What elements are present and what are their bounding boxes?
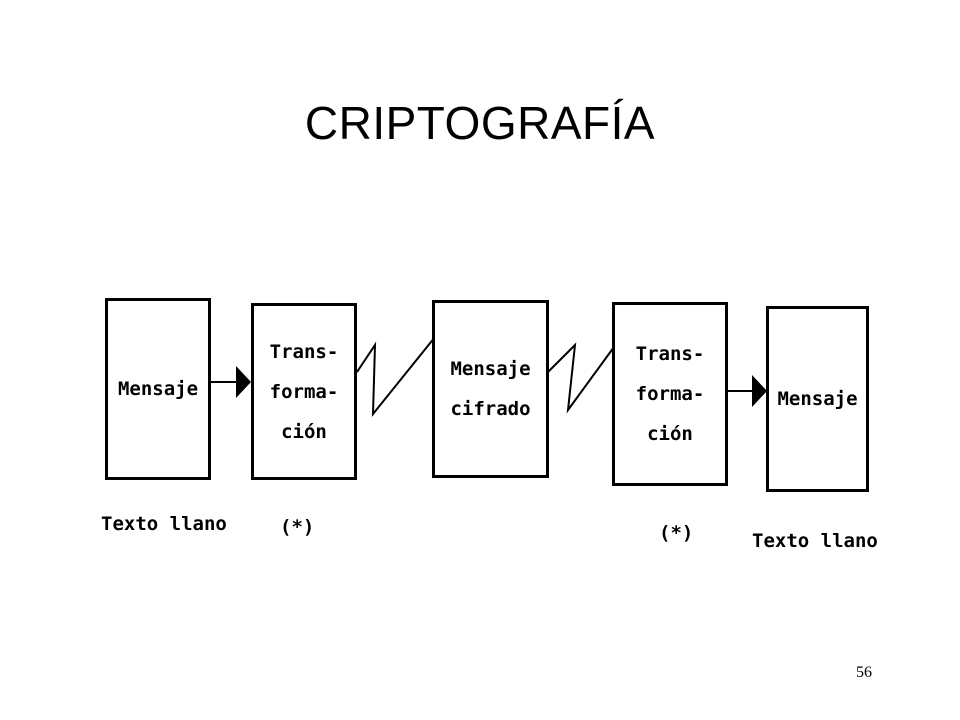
box-label: Trans- (269, 340, 339, 363)
box-label: Mensaje (117, 378, 199, 400)
box-label: Trans- (635, 343, 705, 365)
box-label: ción (281, 420, 327, 443)
arrow-head-2 (752, 375, 767, 407)
box-label: ción (647, 423, 693, 445)
decryption-transformation-box: Trans- forma- ción (612, 302, 728, 486)
plaintext-caption: Texto llano (101, 513, 227, 535)
box-label: Mensaje (777, 388, 858, 410)
box-label: forma- (635, 383, 705, 405)
ciphertext-message-box: Mensaje cifrado (432, 300, 549, 478)
arrow-head-1 (236, 366, 251, 398)
encryption-transformation-box: Trans- forma- ción (251, 303, 357, 480)
recovered-message-box: Mensaje (766, 306, 869, 492)
page-number: 56 (856, 664, 872, 681)
slide-title: CRIPTOGRAFÍA (304, 97, 656, 149)
zigzag-link-1 (356, 336, 436, 417)
box-label: forma- (269, 380, 339, 403)
box-label: Mensaje (450, 358, 531, 380)
plaintext-message-box: Mensaje (105, 298, 211, 480)
box-label: cifrado (450, 398, 531, 420)
plaintext-caption: Texto llano (752, 530, 878, 552)
transformation-note-caption: (*) (280, 516, 315, 538)
zigzag-link-2 (547, 342, 615, 414)
transformation-note-caption: (*) (659, 522, 694, 544)
